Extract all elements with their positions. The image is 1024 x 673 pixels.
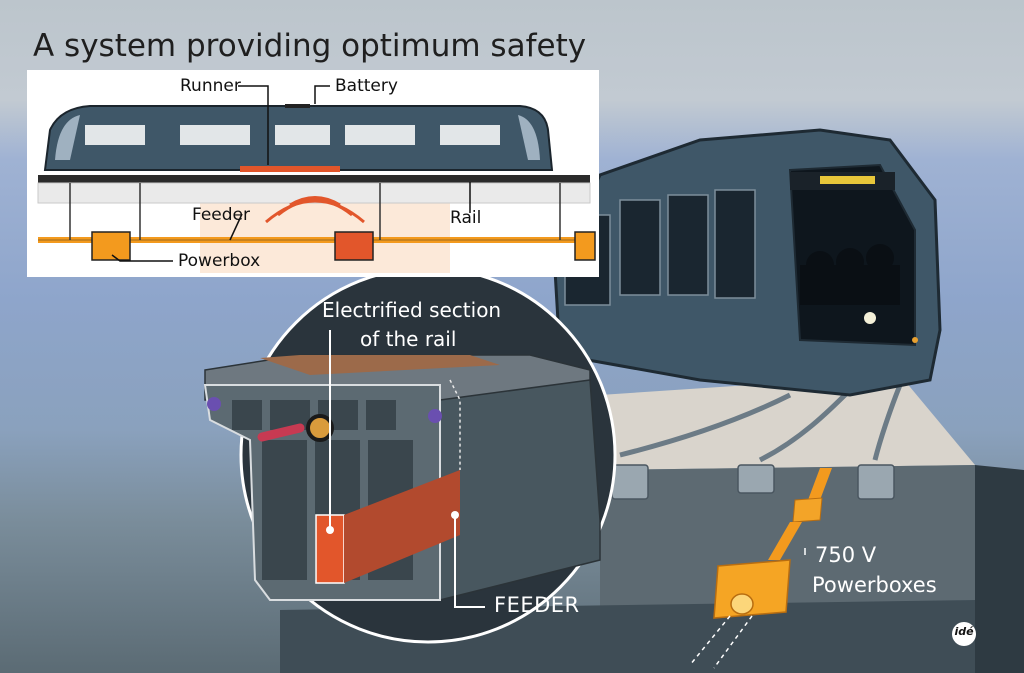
inset-ballast xyxy=(37,182,591,204)
battery-label: Battery xyxy=(335,76,398,96)
electrified-section-label-line1: Electrified section xyxy=(322,298,502,322)
inset-signal-arcs xyxy=(265,196,365,224)
rail-cross-section xyxy=(203,354,601,601)
inset-leader-lines xyxy=(111,85,471,262)
electrified-section-label-line2: of the rail xyxy=(360,327,457,351)
publisher-logo: idé xyxy=(952,622,976,646)
inset-tram xyxy=(43,104,554,172)
feeder-callout-label: FEEDER xyxy=(494,593,580,617)
voltage-label: 750 V xyxy=(815,543,877,567)
rail-clips xyxy=(611,464,895,500)
inset-feeder-drops xyxy=(69,183,561,240)
leader-lines xyxy=(329,330,485,608)
leader-dot-electrified xyxy=(326,526,334,534)
inset-rail xyxy=(38,175,590,183)
tram-vehicle xyxy=(553,128,942,397)
logo-text: idé xyxy=(954,625,974,638)
runner-label: Runner xyxy=(180,76,241,96)
inset-powerboxes xyxy=(91,231,596,261)
track-ground-right xyxy=(975,465,1024,673)
feeder-cable-3d xyxy=(689,468,832,669)
rail-label: Rail xyxy=(450,208,482,228)
leader-dot-feeder xyxy=(451,511,459,519)
powerboxes-label: Powerboxes xyxy=(812,573,937,597)
feeder-label: Feeder xyxy=(192,205,251,225)
powerbox-label: Powerbox xyxy=(178,251,261,271)
running-rails xyxy=(619,384,903,463)
page-title: A system providing optimum safety xyxy=(33,28,587,64)
